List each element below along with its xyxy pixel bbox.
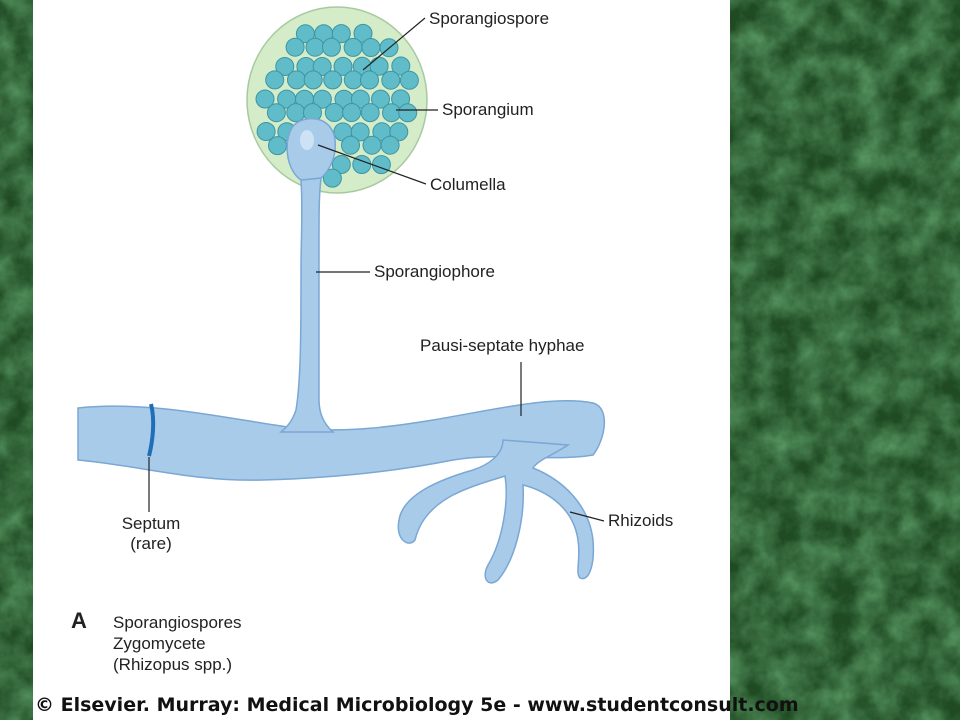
label-septum: Septum (rare) bbox=[112, 514, 190, 554]
sporangiospore-dot bbox=[255, 89, 275, 109]
sporangiospore-dot bbox=[287, 70, 306, 90]
sporangiospore-dot bbox=[389, 122, 409, 142]
sporangiospores-cluster bbox=[255, 23, 419, 188]
sporangiospore-dot bbox=[361, 38, 381, 57]
leader-lines bbox=[148, 17, 605, 522]
label-pausi-septate-hyphae: Pausi-septate hyphae bbox=[420, 336, 585, 355]
caption-line: Zygomycete bbox=[113, 634, 206, 653]
columella-shape bbox=[286, 117, 337, 181]
sporangiospore-dot bbox=[312, 57, 332, 76]
caption-line: (Rhizopus spp.) bbox=[113, 655, 233, 674]
sporangiospore-dot bbox=[285, 37, 305, 57]
sporangiospore-dot bbox=[391, 56, 411, 76]
label-columella: Columella bbox=[430, 175, 506, 194]
sporangiospore-dot bbox=[323, 70, 343, 90]
sporangiospore-dot bbox=[303, 70, 323, 90]
sporangiospore-dot bbox=[350, 122, 370, 142]
sporangiospore-dot bbox=[343, 37, 363, 57]
sporangiospore-dot bbox=[399, 70, 419, 90]
sporangiospore-dot bbox=[381, 70, 401, 90]
label-rhizoids: Rhizoids bbox=[608, 511, 674, 530]
figure-caption: A Sporangiospores Zygomycete (Rhizopus s… bbox=[71, 608, 242, 675]
sporangiospore-dot bbox=[286, 103, 306, 123]
label-sporangiophore: Sporangiophore bbox=[374, 262, 495, 281]
sporangiospore-dot bbox=[312, 89, 332, 109]
sporangiospore-dot bbox=[371, 155, 391, 175]
sporangiospore-dot bbox=[382, 103, 401, 123]
sporangiospore-dot bbox=[266, 103, 286, 123]
sporangiospore-dot bbox=[322, 37, 341, 57]
label-sporangiospore: Sporangiospore bbox=[429, 9, 550, 28]
sporangiospore-dot bbox=[343, 70, 363, 90]
caption-letter: A bbox=[71, 608, 87, 633]
rhizoids-shape bbox=[397, 439, 595, 584]
sporangiospore-dot bbox=[398, 103, 418, 123]
septum-line bbox=[147, 403, 156, 457]
sporangiospore-dot bbox=[324, 103, 344, 122]
sporangiospore-dot bbox=[331, 24, 351, 44]
label-septum-note: (rare) bbox=[130, 534, 172, 553]
sporangiospore-dot bbox=[362, 135, 382, 155]
sporangiospore-dot bbox=[275, 57, 295, 76]
caption-line: Sporangiospores bbox=[113, 613, 242, 632]
diagram-panel: Sporangiospore Sporangium Columella Spor… bbox=[33, 0, 799, 720]
sporangiospore-dot bbox=[256, 122, 276, 141]
sporangiospore-dot bbox=[268, 136, 287, 156]
sporangiospore-dot bbox=[341, 135, 360, 155]
sporangiospore-dot bbox=[360, 103, 380, 123]
label-septum-text: Septum bbox=[121, 514, 181, 533]
sporangiospore-dot bbox=[350, 89, 370, 109]
sporangiospore-dot bbox=[360, 70, 379, 90]
copyright-footer: © Elsevier. Murray: Medical Microbiology… bbox=[35, 694, 799, 716]
sporangiospore-dot bbox=[333, 56, 353, 76]
sporangiospore-dot bbox=[322, 168, 342, 188]
sporangiospore-dot bbox=[380, 135, 400, 155]
sporangiospore-dot bbox=[342, 103, 362, 122]
sporangiospore-dot bbox=[265, 70, 285, 90]
label-sporangium: Sporangium bbox=[442, 100, 534, 119]
sporangiophore-stalk bbox=[279, 177, 335, 433]
sporangiospore-dot bbox=[331, 155, 351, 174]
sporangiospore-dot bbox=[371, 89, 390, 109]
sporangiospore-dot bbox=[305, 37, 325, 57]
rhizopus-diagram bbox=[77, 6, 606, 584]
